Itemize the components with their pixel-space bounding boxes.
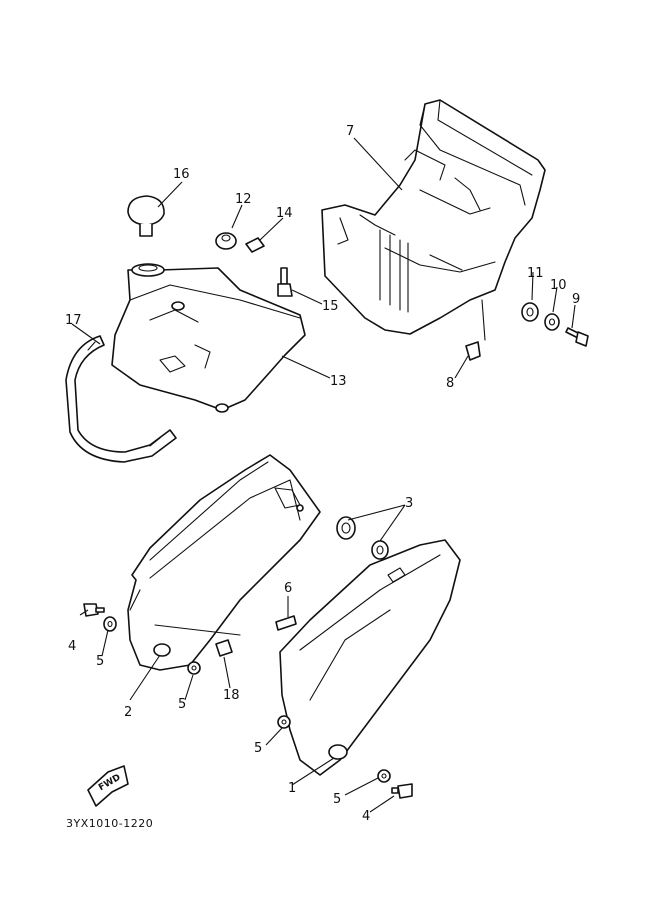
callout-5-d: 5 [333,792,341,807]
hose [65,335,177,463]
callout-11: 11 [527,266,544,281]
callout-5-b: 5 [178,697,186,712]
callout-16: 16 [173,167,190,182]
side-cover-right [279,539,461,776]
side-cover-left [127,454,321,671]
callout-18: 18 [223,688,240,703]
tank-grommet [215,232,237,250]
leader-lines [71,137,576,813]
callout-12: 12 [235,192,252,207]
battery-box [321,99,546,335]
cover-bolts [83,603,413,799]
callout-13: 13 [330,374,347,389]
damper [275,615,297,631]
callout-5-a: 5 [96,654,104,669]
callout-2: 2 [124,705,132,720]
washers [103,616,391,783]
callout-3: 3 [405,496,413,511]
bracket [465,299,486,361]
callout-9: 9 [572,292,580,307]
reservoir-tank [111,263,306,413]
callout-4-right: 4 [362,809,370,824]
bolt [565,327,589,347]
callout-4-left: 4 [68,639,76,654]
diagram-code: 3YX1010-1220 [66,817,153,830]
fwd-arrow: FWD [87,765,129,807]
grommet [521,302,539,322]
callout-8: 8 [446,376,454,391]
callout-6: 6 [284,581,292,596]
reservoir-cap [127,195,165,237]
callout-17: 17 [65,313,82,328]
tank-bolt [277,267,293,297]
cover-grommets [336,516,389,560]
label-plate [215,639,233,657]
callout-7: 7 [346,124,354,139]
callout-5-c: 5 [254,741,262,756]
callout-10: 10 [550,278,567,293]
clip [245,237,265,253]
collar [544,313,560,331]
callouts: 1 2 3 4 4 5 5 5 5 6 7 8 9 10 11 12 13 14… [65,124,580,824]
callout-15: 15 [322,299,339,314]
callout-14: 14 [276,206,293,221]
callout-1: 1 [288,781,296,796]
